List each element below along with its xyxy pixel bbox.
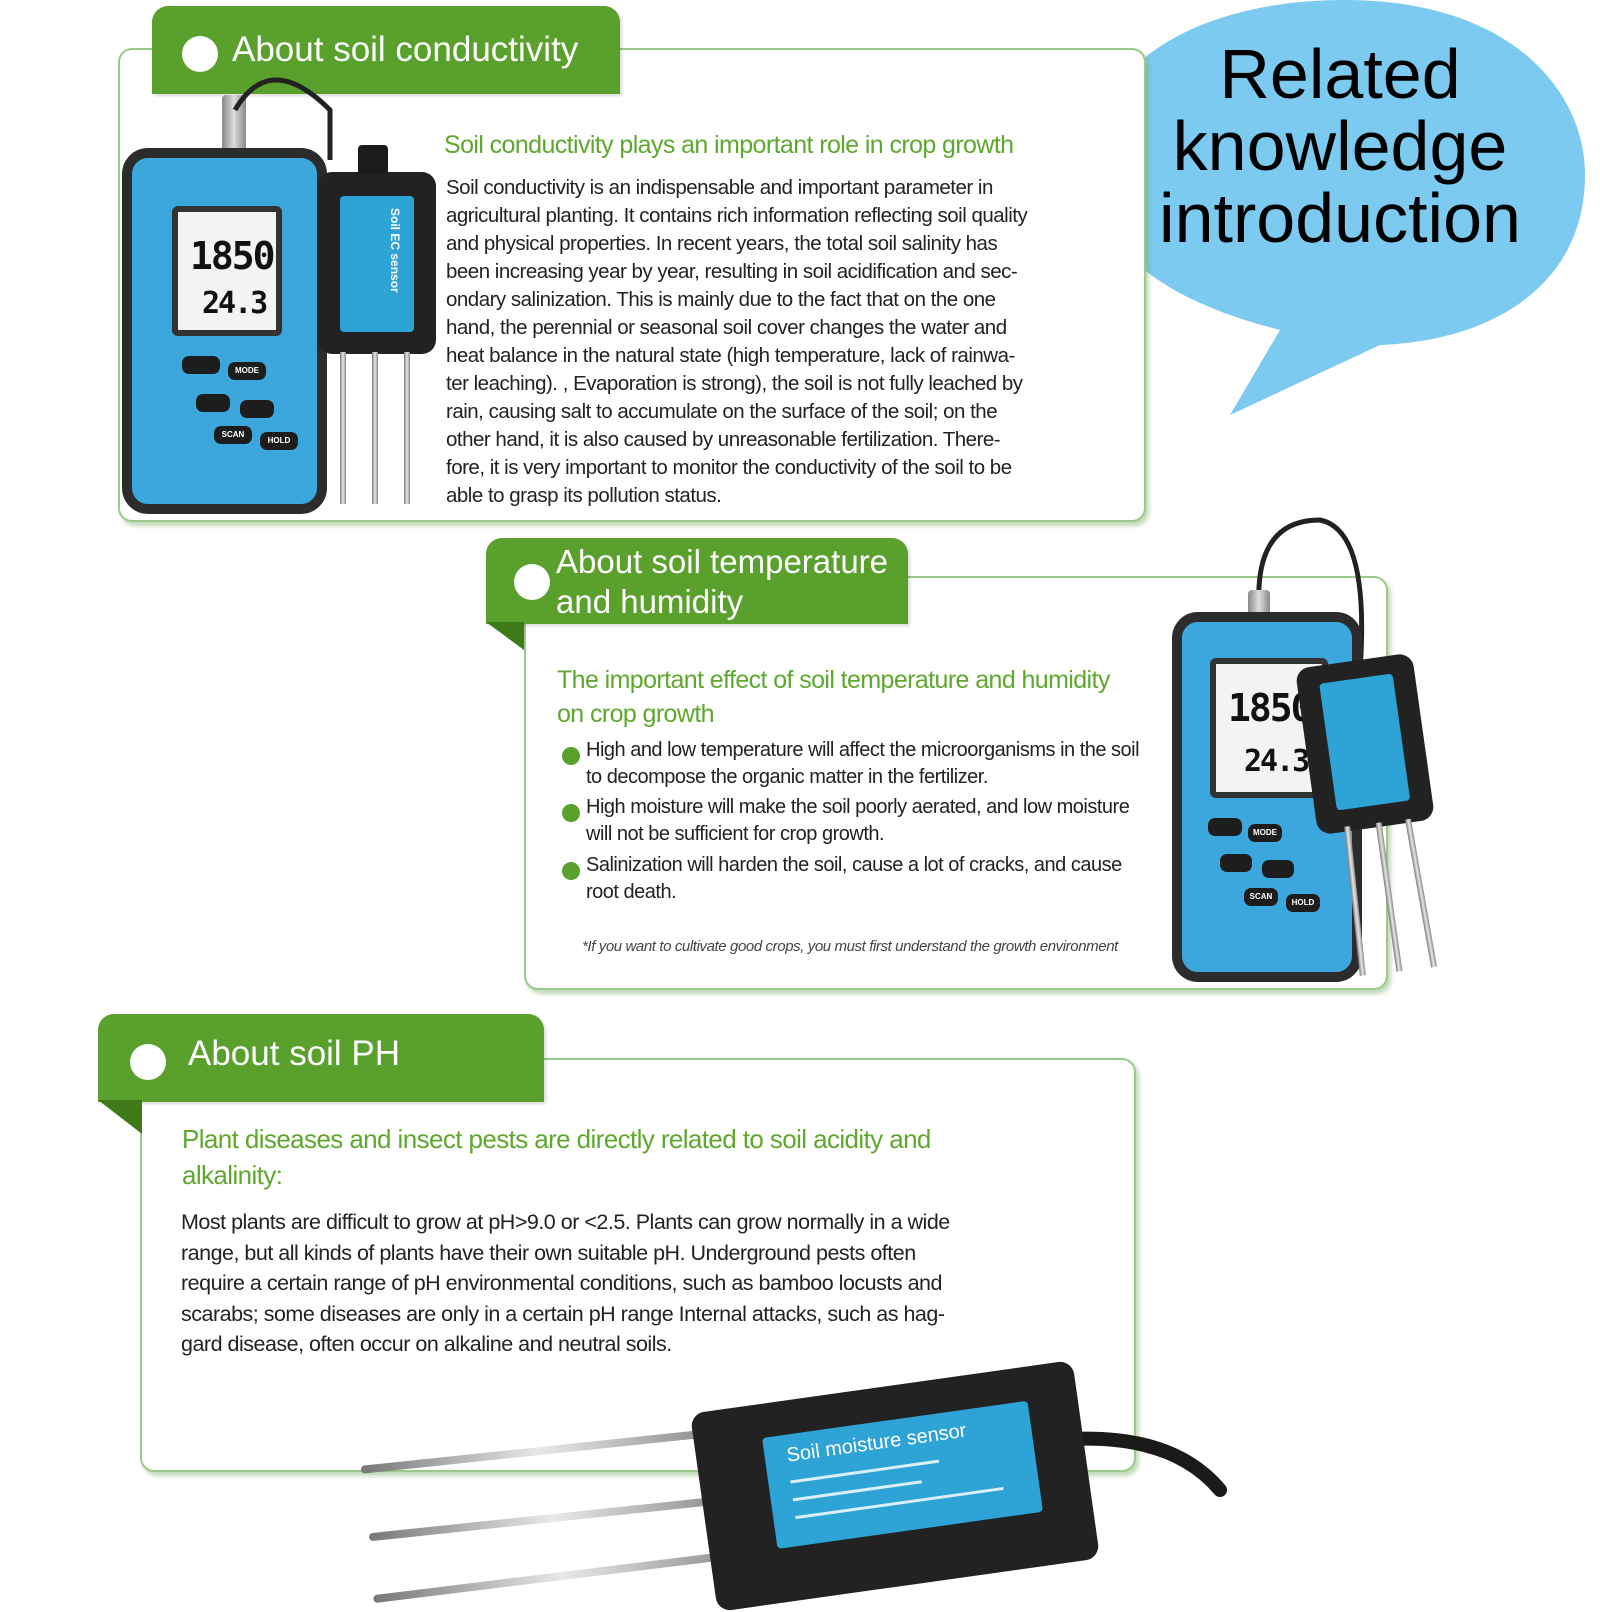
ph-subtitle: Plant diseases and insect pests are dire… [182, 1121, 931, 1193]
tab-dot-icon [130, 1044, 166, 1080]
meter-reading-top: 1850 [190, 234, 276, 278]
sensor-label-plate: Soil moisture sensor [762, 1400, 1044, 1549]
text-line: other hand, it is also caused by unreaso… [446, 428, 1001, 451]
conductivity-tab: About soil conductivity [152, 6, 620, 94]
temperature-subtitle: The important effect of soil temperature… [557, 663, 1110, 731]
ec-sensor-label: Soil EC sensor [388, 208, 402, 293]
temperature-subtitle-line-1: The important effect of soil temperature… [557, 666, 1110, 694]
sensor-prong [1405, 818, 1437, 968]
sensor-prong [368, 1494, 738, 1542]
down-button-icon [240, 400, 274, 418]
bullet-line: root death. [586, 881, 677, 903]
bullet-icon [562, 747, 580, 765]
text-line: fore, it is very important to monitor th… [446, 456, 1012, 479]
text-line: rain, causing salt to accumulate on the … [446, 400, 998, 423]
bullet-icon [562, 804, 580, 822]
hold-button: HOLD [260, 432, 298, 450]
text-line: hand, the perennial or seasonal soil cov… [446, 316, 1007, 339]
text-line: Most plants are difficult to grow at pH>… [181, 1210, 950, 1234]
bullet-line: High and low temperature will affect the… [586, 739, 1140, 761]
cable-icon [232, 77, 333, 160]
power-button-icon [182, 356, 220, 374]
scan-button: SCAN [1244, 888, 1278, 906]
temperature-tab-line-2: and humidity [556, 583, 744, 620]
text-line: able to grasp its pollution status. [446, 484, 722, 507]
spec-line-icon [795, 1486, 1004, 1520]
bubble-title-line-2: knowledge [1172, 107, 1508, 185]
power-button-icon [1208, 818, 1242, 836]
growth-environment-note: *If you want to cultivate good crops, yo… [582, 938, 1118, 955]
temperature-tab-line-1: About soil temperature [556, 543, 889, 580]
bullet-line: to decompose the organic matter in the f… [586, 766, 988, 788]
ph-tab: About soil PH [98, 1014, 544, 1102]
text-line: heat balance in the natural state (high … [446, 344, 1015, 367]
ph-subtitle-line-2: alkalinity: [182, 1160, 283, 1190]
bubble-title-line-1: Related [1219, 35, 1461, 113]
scan-button: SCAN [214, 426, 252, 444]
meter-cable-icon [222, 95, 246, 155]
bullet-line: High moisture will make the soil poorly … [586, 796, 1130, 818]
tab-dot-icon [182, 36, 218, 72]
mode-button: MODE [228, 362, 266, 380]
ph-subtitle-line-1: Plant diseases and insect pests are dire… [182, 1124, 931, 1154]
text-line: ondary salinization. This is mainly due … [446, 288, 996, 311]
up-button-icon [196, 394, 230, 412]
soil-moisture-sensor-small [1294, 652, 1436, 836]
bullet-icon [562, 862, 580, 880]
meter-reading-bottom: 24.3 [1244, 744, 1310, 779]
soil-meter-device-left: 1850 24.3 MODE SCAN HOLD [122, 148, 327, 514]
mode-button: MODE [1248, 824, 1282, 842]
meter-display: 1850 24.3 [172, 206, 282, 336]
conductivity-paragraph: Soil conductivity is an indispensable an… [446, 174, 1126, 510]
temperature-tab-label: About soil temperature and humidity [556, 542, 888, 622]
bubble-title: Related knowledge introduction [1120, 38, 1560, 254]
sensor-prong [340, 352, 346, 504]
temperature-bullet-1: High and low temperature will affect the… [586, 737, 1140, 791]
tab-fold-icon [98, 1100, 142, 1134]
cable-icon [1256, 517, 1365, 671]
text-line: and physical properties. In recent years… [446, 232, 998, 255]
temperature-bullet-3: Salinization will harden the soil, cause… [586, 852, 1122, 906]
text-line: ter leaching). , Evaporation is strong),… [446, 372, 1023, 395]
moisture-sensor-label: Soil moisture sensor [785, 1419, 968, 1467]
conductivity-subtitle: Soil conductivity plays an important rol… [444, 131, 1014, 159]
spec-line-icon [792, 1480, 922, 1502]
text-line: require a certain range of pH environmen… [181, 1271, 942, 1295]
sensor-label-plate [1319, 673, 1411, 811]
bullet-line: Salinization will harden the soil, cause… [586, 854, 1122, 876]
text-line: been increasing year by year, resulting … [446, 260, 1018, 283]
sensor-prong [404, 352, 410, 504]
speech-bubble [1090, 0, 1585, 415]
tab-fold-icon [486, 622, 524, 650]
bubble-title-line-3: introduction [1159, 179, 1521, 257]
down-button-icon [1262, 860, 1294, 878]
text-line: agricultural planting. It contains rich … [446, 204, 1028, 227]
up-button-icon [1220, 854, 1252, 872]
conductivity-tab-label: About soil conductivity [232, 30, 579, 69]
ph-tab-label: About soil PH [188, 1034, 401, 1073]
text-line: range, but all kinds of plants have thei… [181, 1240, 916, 1265]
sensor-prong [372, 1548, 752, 1604]
temperature-bullet-2: High moisture will make the soil poorly … [586, 794, 1130, 848]
text-line: gard disease, often occur on alkaline an… [181, 1332, 672, 1356]
ph-paragraph: Most plants are difficult to grow at pH>… [181, 1207, 1101, 1360]
bullet-line: will not be sufficient for crop growth. [586, 823, 885, 845]
text-line: Soil conductivity is an indispensable an… [446, 176, 993, 199]
text-line: scarabs; some diseases are only in a cer… [181, 1301, 945, 1326]
sensor-prong [372, 352, 378, 504]
hold-button: HOLD [1286, 894, 1320, 912]
tab-dot-icon [514, 564, 550, 600]
temperature-tab: About soil temperature and humidity [486, 538, 908, 624]
temperature-subtitle-line-2: on crop growth [557, 700, 715, 728]
sensor-label-plate: Soil EC sensor [340, 196, 414, 332]
sensor-neck-icon [358, 145, 388, 175]
meter-reading-bottom: 24.3 [202, 286, 268, 321]
soil-ec-sensor: Soil EC sensor [318, 172, 436, 354]
